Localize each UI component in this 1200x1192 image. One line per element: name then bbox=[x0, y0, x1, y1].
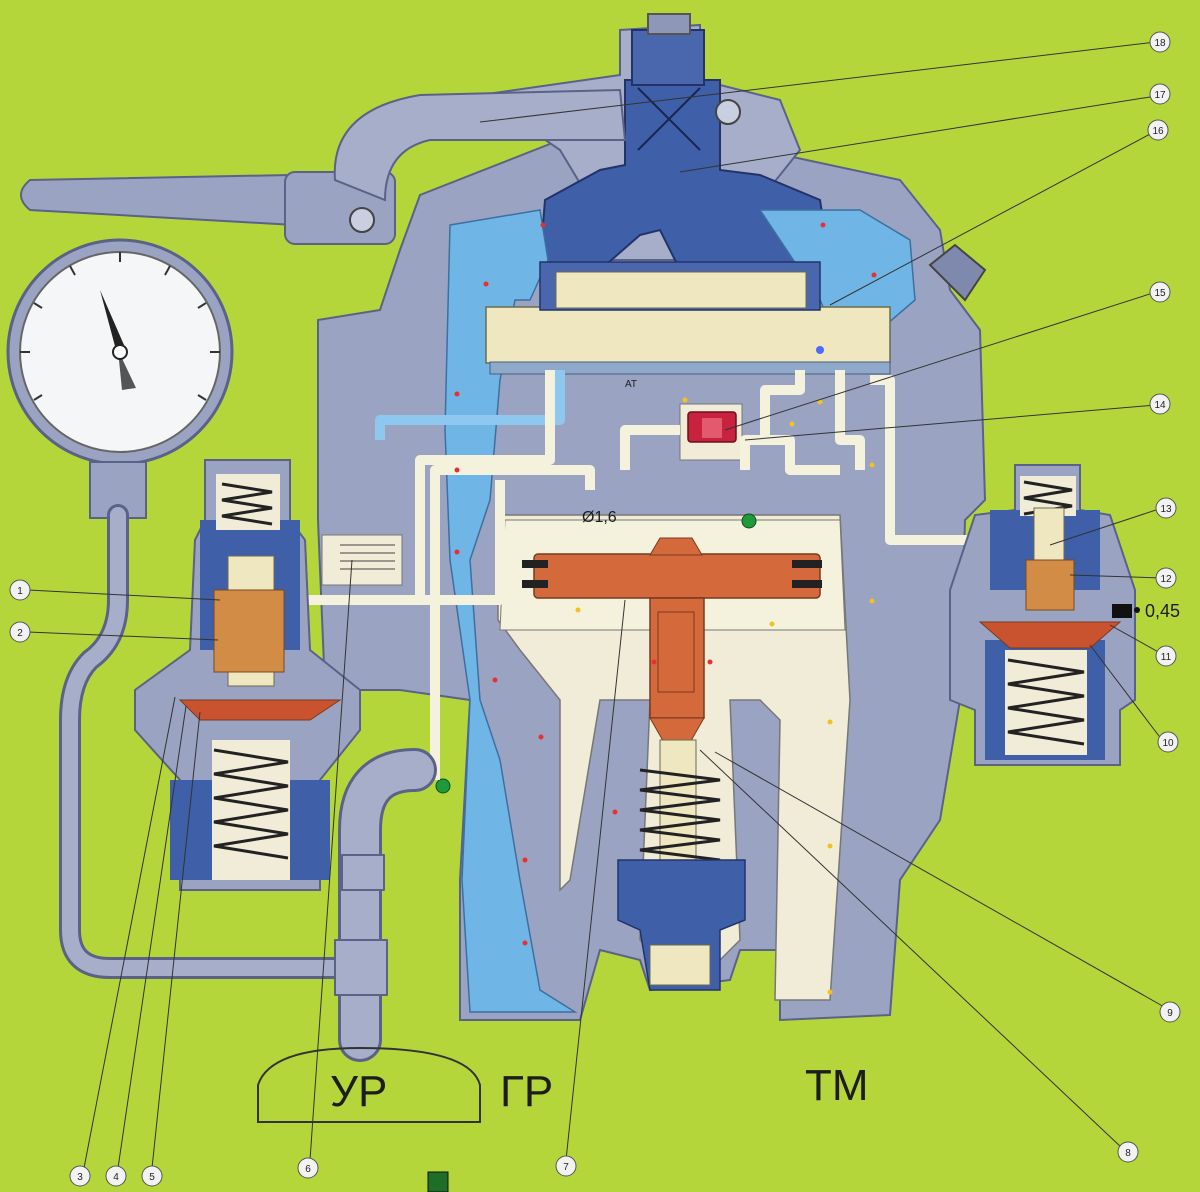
label-tm: ТМ bbox=[805, 1061, 869, 1110]
handle-lever bbox=[20, 88, 741, 245]
diameter-045-dot bbox=[1134, 607, 1140, 613]
callouts: 1 2 3 4 5 6 7 8 9 10 11 12 13 14 15 16 1… bbox=[9, 31, 1181, 1187]
equalizing-reservoir bbox=[257, 1046, 481, 1123]
callout-7: 7 bbox=[563, 1162, 569, 1173]
pressure-gauge bbox=[6, 238, 234, 519]
callout-8: 8 bbox=[1125, 1148, 1131, 1159]
callout-5: 5 bbox=[149, 1172, 155, 1183]
label-at: АТ bbox=[625, 379, 637, 390]
right-reducer-valve bbox=[949, 464, 1136, 766]
callout-6: 6 bbox=[305, 1164, 311, 1175]
label-diameter-16: Ø1,6 bbox=[582, 509, 617, 526]
callout-13: 13 bbox=[1160, 504, 1172, 515]
label-diameter-045: 0,45 bbox=[1145, 601, 1180, 621]
callout-14: 14 bbox=[1154, 400, 1166, 411]
label-gr: ГР bbox=[500, 1067, 553, 1116]
callout-16: 16 bbox=[1152, 126, 1164, 137]
callout-9: 9 bbox=[1167, 1008, 1173, 1019]
callout-11: 11 bbox=[1161, 652, 1172, 663]
green-lamp bbox=[427, 1171, 449, 1192]
label-ur: УР bbox=[330, 1067, 387, 1116]
side-fitting bbox=[928, 243, 987, 302]
piston-spring bbox=[639, 768, 721, 872]
callout-4: 4 bbox=[113, 1172, 119, 1183]
callout-17: 17 bbox=[1154, 90, 1166, 101]
callout-12: 12 bbox=[1160, 574, 1172, 585]
callout-3: 3 bbox=[77, 1172, 83, 1183]
valve-body bbox=[317, 13, 987, 1022]
callout-15: 15 bbox=[1154, 288, 1166, 299]
callout-18: 18 bbox=[1154, 38, 1166, 49]
gauge-pipe bbox=[59, 504, 437, 1062]
indicator-dots bbox=[454, 222, 877, 995]
left-reducer-valve bbox=[134, 459, 403, 891]
callout-10: 10 bbox=[1162, 738, 1174, 749]
callout-1: 1 bbox=[17, 586, 23, 597]
callout-2: 2 bbox=[17, 628, 23, 639]
